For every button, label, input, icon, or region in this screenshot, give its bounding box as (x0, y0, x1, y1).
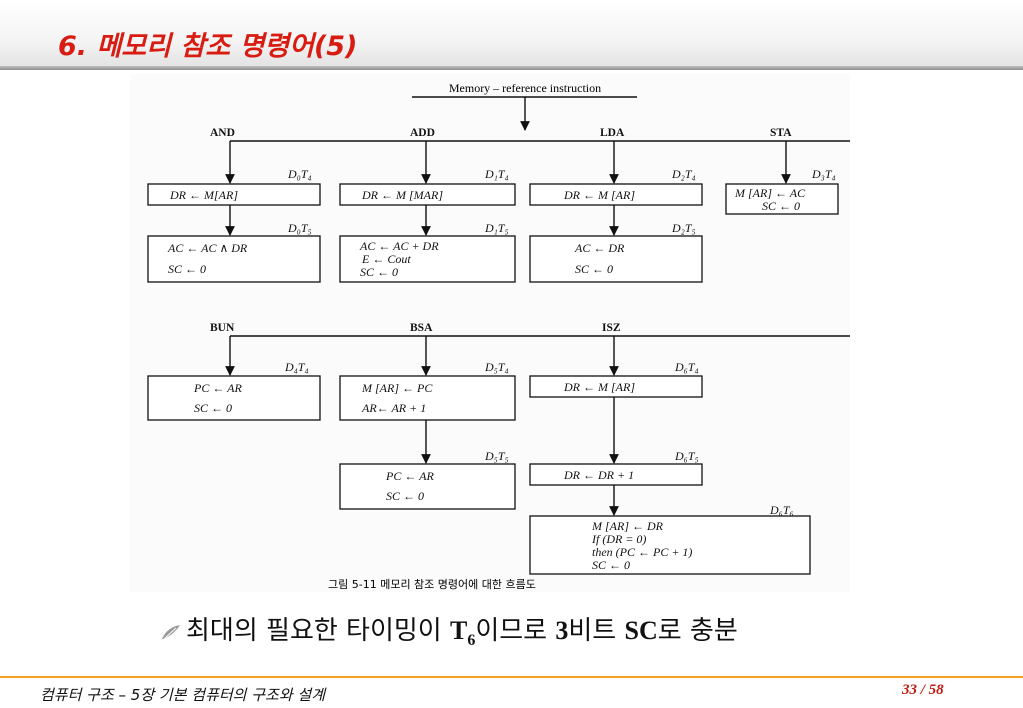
summary-t: T (450, 616, 468, 645)
lda-timing-2: D₂T₅ (671, 221, 696, 235)
sta-timing-1: D₃T₄ (811, 167, 836, 181)
isz-timing-1: D₆T₄ (674, 360, 699, 374)
summary-end: 로 충분 (657, 616, 738, 646)
summary-t-sub: 6 (467, 632, 476, 650)
lda-label: LDA (600, 127, 625, 139)
bsa-box-1-line-2: AR← AR + 1 (361, 401, 426, 415)
slide-title: 6. 메모리 참조 명령어(5) (58, 31, 358, 62)
slide-header (0, 0, 1023, 68)
add-label: ADD (410, 127, 435, 139)
bun-box-1-line-2: SC ← 0 (194, 401, 232, 415)
page-total: 58 (928, 682, 944, 698)
figure-caption: 그림 5-11 메모리 참조 명령어에 대한 흐름도 (328, 578, 536, 591)
flowchart-svg: Memory – reference instruction AND D₀T₄ … (147, 81, 862, 591)
lda-box-1 (529, 183, 703, 206)
isz-box-3 (529, 515, 811, 575)
header-divider (0, 66, 1023, 70)
summary-before: 최대의 필요한 타이밍이 (186, 616, 450, 646)
summary-sc: SC (624, 616, 658, 645)
isz-timing-3: D₆T₆ (769, 503, 794, 517)
add-timing-2: D₁T₅ (484, 221, 509, 235)
and-box-2 (147, 235, 321, 283)
footer-course-title: 컴퓨터 구조 – 5장 기본 컴퓨터의 구조와 설계 (40, 686, 326, 704)
bun-box-1 (147, 375, 321, 421)
isz-box-1 (529, 375, 703, 398)
feather-bullet-icon (162, 624, 180, 639)
add-box-2-line-2: E ← Cout (361, 252, 411, 266)
isz-timing-2: D₆T₅ (674, 449, 699, 463)
isz-box-3-line-4: SC ← 0 (592, 558, 630, 572)
add-box-2-line-1: AC ← AC + DR (359, 239, 439, 253)
add-box-2-line-3: SC ← 0 (360, 265, 398, 279)
isz-label: ISZ (602, 322, 621, 334)
and-box-1 (147, 183, 321, 206)
sta-label: STA (770, 127, 792, 139)
and-box-1-text: DR ← M[AR] (169, 188, 238, 202)
summary-mid2: 비트 (568, 616, 625, 646)
sta-box-1-line-1: M [AR] ← AC (734, 186, 806, 200)
bsa-box-2-line-1: PC ← AR (385, 469, 434, 483)
sta-box-1 (725, 183, 839, 215)
isz-box-3-line-1: M [AR] ← DR (591, 519, 664, 533)
lda-box-1-text: DR ← M [AR] (563, 188, 635, 202)
lda-box-2-line-1: AC ← DR (574, 241, 625, 255)
add-box-1 (339, 183, 516, 206)
lda-box-2 (529, 235, 703, 283)
add-timing-1: D₁T₄ (484, 167, 509, 181)
flowchart-figure: Memory – reference instruction AND D₀T₄ … (130, 74, 862, 592)
bsa-timing-2: D₅T₅ (484, 449, 509, 463)
add-box-1-text: DR ← M [MAR] (361, 188, 443, 202)
summary-bits: 3 (555, 616, 569, 645)
bun-timing-1: D₄T₄ (284, 360, 309, 374)
lda-box-2-line-2: SC ← 0 (575, 262, 613, 276)
bsa-box-2-line-2: SC ← 0 (386, 489, 424, 503)
add-box-2 (339, 235, 516, 283)
summary-line: 최대의 필요한 타이밍이 T6이므로 3비트 SC로 충분 (160, 610, 738, 650)
bsa-box-1 (339, 375, 516, 421)
isz-box-1-text: DR ← M [AR] (563, 380, 635, 394)
page-number: 33 / 58 (902, 682, 944, 699)
top-label: Memory – reference instruction (449, 81, 601, 95)
bsa-label: BSA (410, 322, 433, 334)
and-timing-1: D₀T₄ (287, 167, 312, 181)
bsa-box-1-line-1: M [AR] ← PC (361, 381, 433, 395)
lda-timing-1: D₂T₄ (671, 167, 696, 181)
bun-label: BUN (210, 322, 235, 334)
isz-box-3-line-3: then (PC ← PC + 1) (592, 545, 692, 559)
bsa-box-2 (339, 463, 516, 510)
footer-divider (0, 676, 1023, 678)
summary-mid: 이므로 (475, 616, 556, 646)
sta-box-1-line-2: SC ← 0 (762, 199, 800, 213)
page-separator: / (920, 682, 925, 698)
and-timing-2: D₀T₅ (287, 221, 312, 235)
bun-box-1-line-1: PC ← AR (193, 381, 242, 395)
bsa-timing-1: D₅T₄ (484, 360, 509, 374)
and-box-2-line-1: AC ← AC ∧ DR (167, 241, 248, 255)
page-current: 33 (902, 682, 917, 698)
isz-box-2 (529, 463, 703, 486)
and-box-2-line-2: SC ← 0 (168, 262, 206, 276)
and-label: AND (210, 127, 235, 139)
isz-box-3-line-2: If (DR = 0) (591, 532, 646, 546)
isz-box-2-text: DR ← DR + 1 (563, 468, 634, 482)
